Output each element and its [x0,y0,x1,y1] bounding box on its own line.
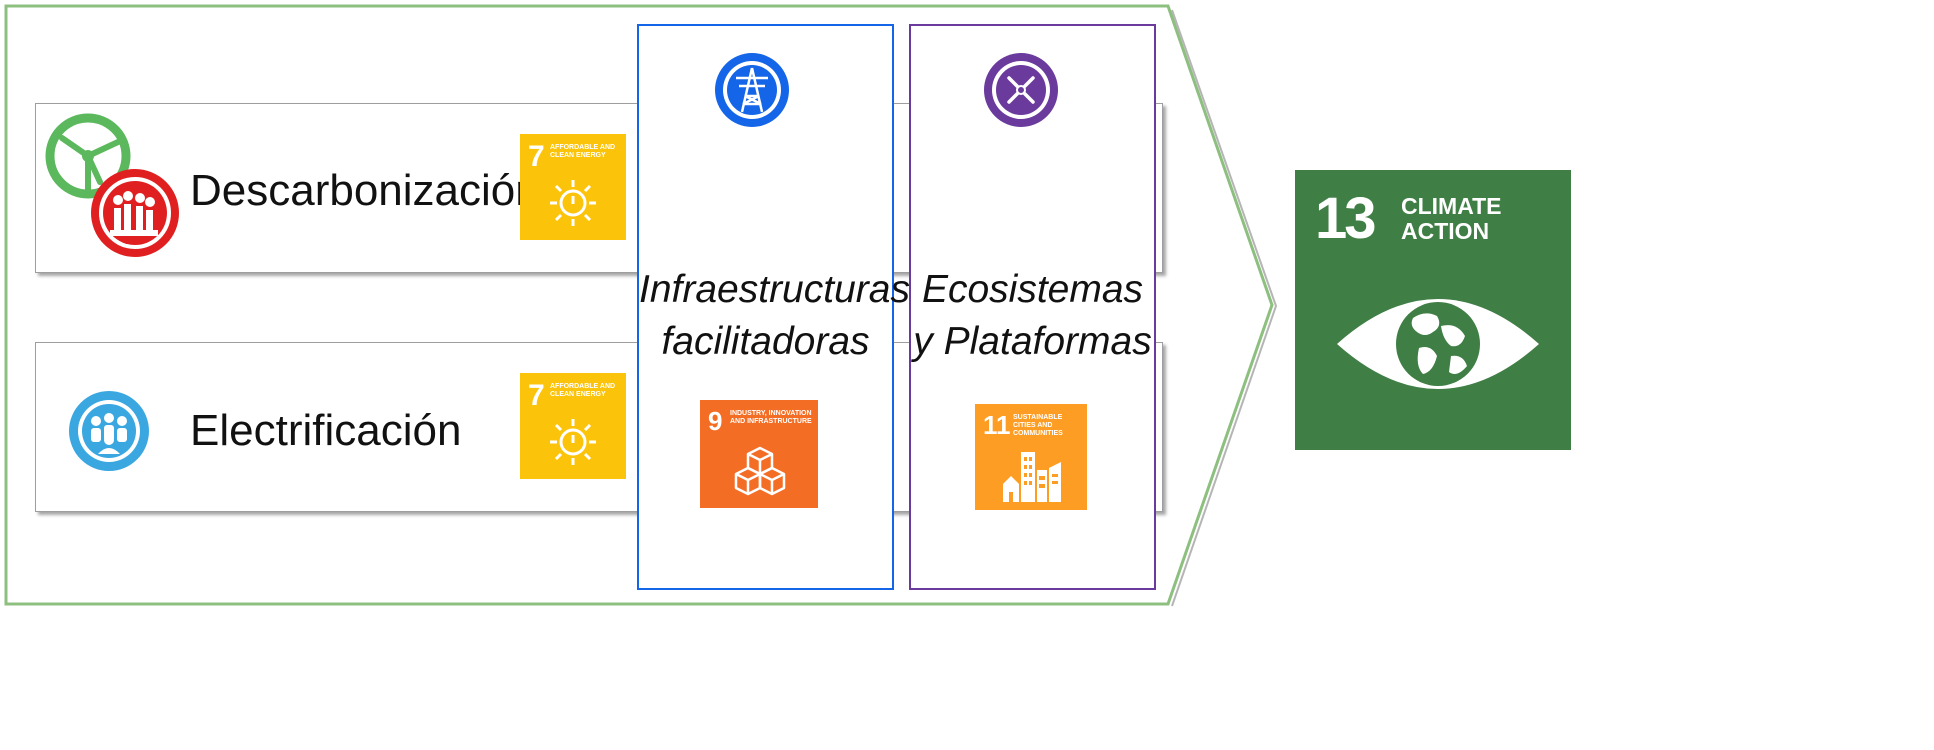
people-icon [69,391,149,471]
cubes-icon [734,446,786,496]
sdg9-badge: 9 Industry, innovation and infrastructur… [700,400,818,508]
sdg13-number: 13 [1315,186,1376,251]
sun-power-icon [550,419,596,465]
sdg7-badge-row2: 7 Affordable and clean energy [520,373,626,479]
column-title-line1: Ecosistemas [921,268,1144,311]
sdg11-badge: 11 Sustainable cities and communities [975,404,1087,510]
column-title-line1: Infraestructuras [639,268,910,311]
sdg7-badge-row1: 7 Affordable and clean energy [520,134,626,240]
city-buildings-icon [1003,452,1061,502]
sdg13-text-line1: CLIMATE [1401,193,1502,219]
power-tower-icon [715,53,789,127]
row-label-descarbonizacion: Descarbonización [190,166,540,215]
column-ecosistemas: Ecosistemas y Plataformas 11 Sustainable… [909,24,1156,590]
sun-power-icon [550,180,596,226]
factory-icon [91,169,179,257]
sdg13-text-line2: ACTION [1401,218,1490,244]
row-label-electrificacion: Electrificación [190,406,462,455]
column-infraestructuras: Infraestructuras facilitadoras 9 Industr… [637,24,910,590]
sdg13-climate-action-badge: 13 CLIMATE ACTION [1295,170,1571,450]
eye-globe-icon [1337,299,1539,389]
wind-turbine-icon [45,113,131,199]
cross-icon [984,53,1058,127]
column-title-line2: facilitadoras [661,320,870,363]
column-title-line2: y Plataformas [913,320,1152,363]
